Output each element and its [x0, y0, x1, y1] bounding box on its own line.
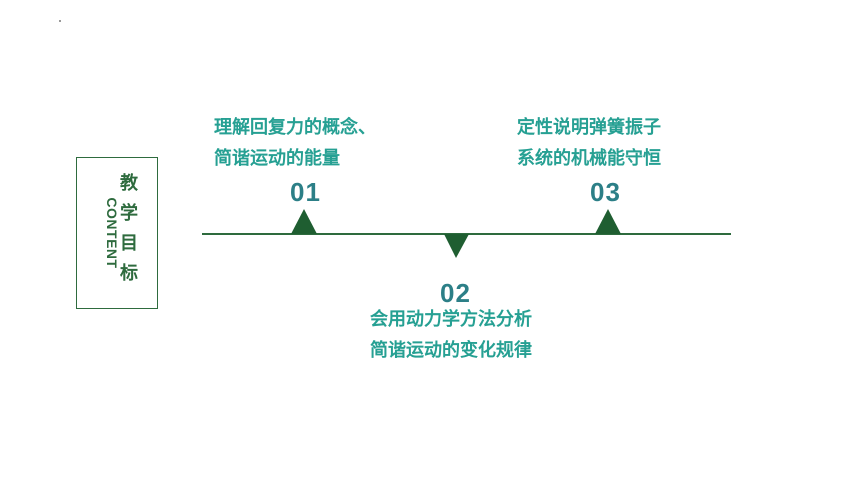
milestone-03-number: 03 — [590, 177, 621, 207]
milestone-03-line-2: 系统的机械能守恒 — [517, 148, 661, 169]
title-char: 标 — [120, 263, 138, 284]
decorative-dot — [59, 20, 61, 22]
title-char: 教 — [120, 173, 138, 194]
milestone-02-text: 会用动力学方法分析 简谐运动的变化规律 — [370, 304, 532, 366]
milestone-02-line-2: 简谐运动的变化规律 — [370, 340, 532, 361]
title-char: 目 — [120, 233, 138, 254]
milestone-02-number: 02 — [440, 278, 471, 308]
milestone-02-line-1: 会用动力学方法分析 — [370, 309, 532, 330]
title-char: 学 — [120, 203, 138, 224]
milestone-01-text: 理解回复力的概念、 简谐运动的能量 — [214, 112, 376, 174]
marker-up-03 — [595, 209, 621, 234]
title-frame — [76, 157, 158, 309]
milestone-03-text: 定性说明弹簧振子 系统的机械能守恒 — [517, 112, 661, 174]
milestone-01-line-1: 理解回复力的概念、 — [214, 117, 376, 138]
milestone-01-line-2: 简谐运动的能量 — [214, 148, 340, 169]
milestone-01-number: 01 — [290, 177, 321, 207]
section-title: 教 学 目 标 — [116, 174, 142, 294]
milestone-03-line-1: 定性说明弹簧振子 — [517, 117, 661, 138]
marker-down-02 — [444, 234, 469, 258]
marker-up-01 — [291, 209, 317, 234]
